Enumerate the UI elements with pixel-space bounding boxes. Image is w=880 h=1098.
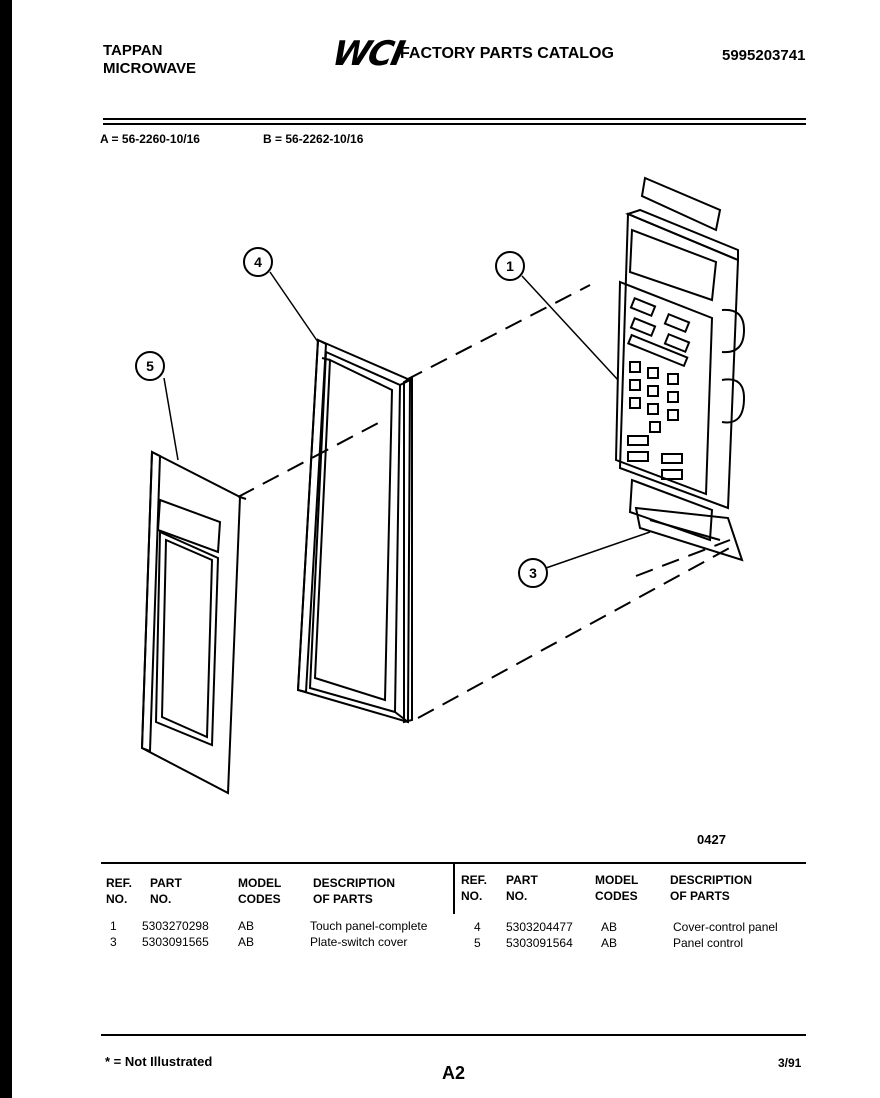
plate-switch-cover-drawing [634,506,744,562]
desc-cell: Plate-switch cover [310,935,408,949]
codes-cell: AB [238,919,255,933]
catalog-title: FACTORY PARTS CATALOG [400,45,614,62]
codes-cell: AB [601,936,618,950]
ref-cell: 5 [474,936,481,950]
callout-leaders [163,271,651,569]
product-name: MICROWAVE [103,60,197,77]
page-number: A2 [442,1063,466,1083]
brand-name: TAPPAN [103,42,163,59]
callout-5: 4 [254,254,262,270]
table-divider [453,862,455,914]
scan-border [0,0,12,1098]
table-rule-bottom [101,1034,806,1036]
codes-cell: AB [601,920,618,934]
callout-4: 5 [146,358,154,374]
hdr-ref-no-left: REF.NO. [106,876,133,906]
desc-cell: Touch panel-complete [310,919,428,933]
ref-cell: 4 [474,920,481,934]
touch-panel-drawing [614,176,746,542]
model-a: A = 56-2260-10/16 [100,132,200,146]
assembly-lines [237,284,736,719]
header-brand-block: TAPPAN MICROWAVE [103,42,196,78]
callout-3: 3 [529,565,537,581]
callout-1: 1 [506,258,514,274]
revision-date: 3/91 [778,1056,802,1070]
panel-control-drawing [296,338,413,724]
figure-code: 0427 [697,832,726,847]
callout-bubbles: 5 4 1 3 [135,247,548,588]
not-illustrated-note: * = Not Illustrated [105,1054,213,1069]
desc-cell: Panel control [673,936,744,950]
hdr-ref-no-right: REF.NO. [461,873,488,903]
ref-cell: 1 [110,919,117,933]
cover-control-panel-drawing [140,450,247,795]
part-cell: 5303091564 [506,936,573,950]
catalog-number: 5995203741 [722,47,806,64]
desc-cell: Cover-control panel [673,920,778,934]
model-b: B = 56-2262-10/16 [263,132,364,146]
codes-cell: AB [238,935,255,949]
part-cell: 5303204477 [506,920,573,934]
part-cell: 5303091565 [142,935,209,949]
header-rule-top [103,118,806,120]
header-rule-bottom [103,123,806,125]
part-cell: 5303270298 [142,919,209,933]
ref-cell: 3 [110,935,117,949]
